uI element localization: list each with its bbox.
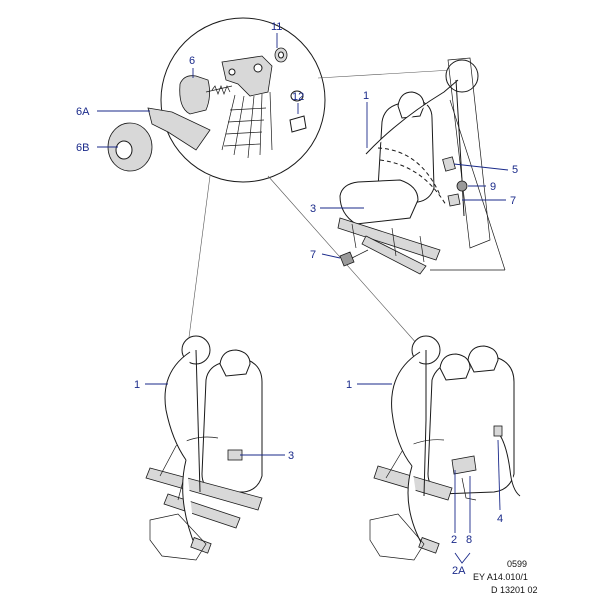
belt-lap-right: [407, 465, 425, 549]
callout-6a: 6A: [76, 106, 90, 118]
anchor-cover: [179, 75, 210, 115]
belt-vertical-right: [423, 350, 427, 497]
seat-frame-left-1: [145, 467, 263, 511]
spacer-nut: [290, 90, 304, 102]
center-buckle-strap: [461, 477, 477, 501]
trim-panel: [147, 107, 211, 151]
seat-legs: [351, 223, 425, 263]
cap-center: [115, 140, 133, 160]
drawing-reference: 0599 EY A14.010/1 D 13201 02: [473, 559, 538, 595]
belt-shoulder-left: [164, 351, 191, 461]
belt-webbing: [221, 91, 273, 159]
callout-8: 8: [466, 534, 472, 546]
leader-2-8: [454, 470, 471, 533]
washer-hole: [278, 51, 284, 59]
retractor-bolt: [456, 180, 468, 192]
callout-11: 11: [271, 21, 282, 33]
anchor-plate-hole: [253, 63, 263, 73]
seat-frame-left-2: [163, 493, 241, 529]
reference-line-1: 0599: [507, 559, 527, 569]
callout-7-left: 7: [310, 249, 316, 261]
lower-anchor: [447, 193, 461, 207]
wheel-arch-left: [149, 513, 207, 561]
belt-path-dashed-2: [379, 159, 447, 206]
webbing-texture: [223, 107, 267, 147]
callout-9: 9: [490, 181, 496, 193]
reference-line-3: D 13201 02: [491, 585, 538, 595]
spacer: [289, 115, 307, 133]
leader-4: [497, 439, 501, 511]
headrest-left: [219, 349, 251, 377]
callout-7-right: 7: [510, 195, 516, 207]
callouts: 11 6 12 6A 6B 1 5 9 7 3 7 1 3 1 4 2 8 2A: [76, 21, 518, 577]
buckle-stalk: [495, 429, 521, 497]
callout-1-left: 1: [134, 379, 140, 391]
belt-upper: [365, 79, 459, 155]
seat-back-left: [201, 359, 263, 493]
lower-buckle-right: [418, 537, 440, 554]
callout-1-right: 1: [346, 379, 352, 391]
buckle-tongue: [493, 425, 503, 437]
guide-line-top: [317, 69, 453, 79]
belt-lap-left: [182, 459, 197, 549]
rear-seat-assembly-left: [145, 335, 263, 561]
leader-2a: [454, 552, 471, 564]
lower-buckle-left: [190, 537, 212, 554]
belt-vertical-left: [195, 349, 201, 493]
seat-rail-left: [337, 217, 441, 261]
callout-3-left: 3: [288, 450, 294, 462]
seat-buckle-left: [227, 449, 243, 461]
seat-cushion: [339, 179, 419, 225]
anchor-plate-hole-small: [228, 68, 236, 76]
belt-buckle: [442, 156, 456, 172]
guide-line-left: [187, 175, 211, 346]
headrest-right-1: [439, 353, 471, 381]
leader-7-left: [321, 253, 341, 259]
seat-rail-right: [361, 235, 427, 275]
anchor-detail-view: [147, 17, 326, 183]
wheel-arch-right: [369, 513, 425, 561]
callout-6: 6: [189, 55, 195, 67]
callout-3-top: 3: [310, 203, 316, 215]
belt-shoulder-right: [391, 351, 421, 467]
floor-bolt-head: [339, 251, 355, 267]
rear-seat-assembly-right: [369, 335, 521, 561]
callout-5: 5: [512, 164, 518, 176]
callout-6b: 6B: [76, 142, 89, 154]
leader-lines: [97, 33, 509, 564]
callout-1-top: 1: [363, 90, 369, 102]
callout-2: 2: [451, 534, 457, 546]
callout-4: 4: [497, 513, 503, 525]
belt-path-dashed: [377, 147, 441, 196]
headrest-right-2: [467, 345, 499, 373]
reference-line-2: EY A14.010/1: [473, 572, 528, 582]
leader-5: [453, 163, 509, 171]
floor-bolt-shaft: [351, 249, 369, 259]
cap-6b: [107, 122, 153, 172]
center-buckle: [451, 455, 477, 475]
callout-12: 12: [292, 91, 304, 103]
front-seat-assembly: [337, 57, 506, 275]
callout-2a: 2A: [452, 565, 466, 577]
anchor-bolt-thread: [211, 85, 231, 95]
